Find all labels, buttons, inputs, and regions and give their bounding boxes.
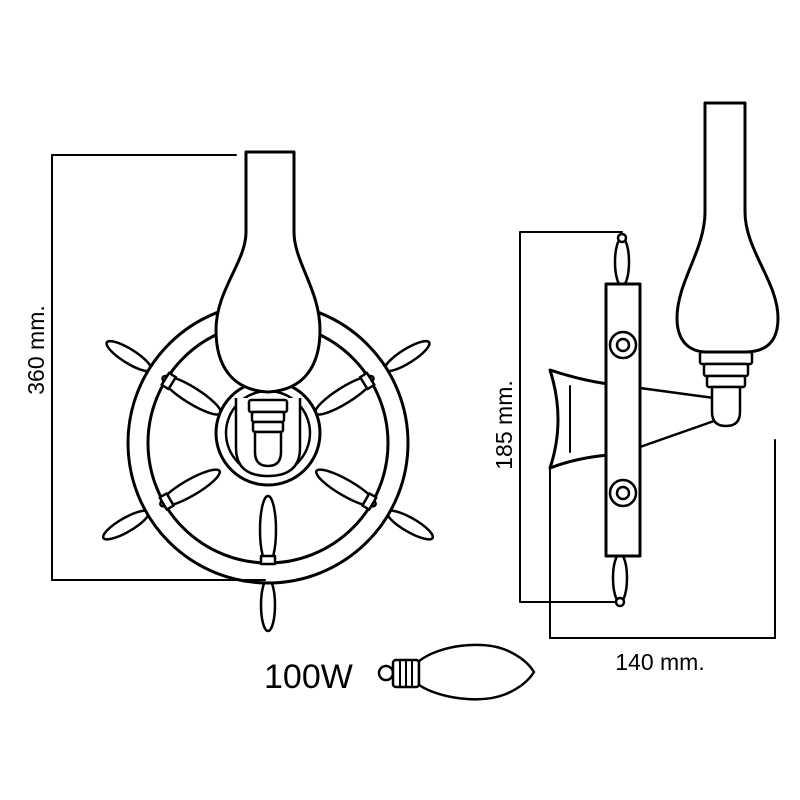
side-lamp-holder	[698, 350, 754, 428]
lamp-arm	[638, 386, 716, 449]
wheel-spoke-lower-right	[314, 468, 378, 511]
screw-bottom	[608, 478, 638, 508]
bulb-spec: 100W	[264, 643, 536, 701]
wheel-handle-bottom	[259, 577, 277, 633]
dimension-height-mount-label: 185 mm.	[491, 380, 517, 469]
bulb-wattage-label: 100W	[264, 658, 353, 696]
wheel-spoke-bottom	[258, 494, 278, 566]
dimension-depth: 140 mm.	[549, 439, 776, 675]
front-lamp-holder	[234, 398, 302, 478]
side-chimney-glass	[675, 101, 780, 354]
bar-finial-top	[613, 232, 631, 288]
side-view: 185 mm. 140 mm.	[491, 101, 780, 675]
wheel-spoke-lower-left	[158, 468, 222, 511]
arm-flange	[548, 368, 610, 470]
bar-finial-bottom	[611, 552, 629, 608]
front-chimney-glass	[214, 150, 322, 394]
wheel-spoke-upper-left	[160, 371, 223, 416]
dimension-height-total-label: 360 mm.	[23, 305, 49, 394]
front-view: 360 mm.	[23, 150, 435, 633]
wheel-handle-lower-left	[101, 509, 151, 541]
screw-top	[608, 330, 638, 360]
mount-bar	[604, 282, 642, 558]
wheel-handle-lower-right	[385, 509, 435, 541]
candle-bulb-icon	[377, 643, 536, 701]
dimension-height-total: 360 mm.	[23, 154, 266, 581]
wheel-spokes	[158, 371, 378, 566]
wall-mount-outline	[519, 231, 623, 603]
dimension-depth-label: 140 mm.	[615, 649, 704, 675]
